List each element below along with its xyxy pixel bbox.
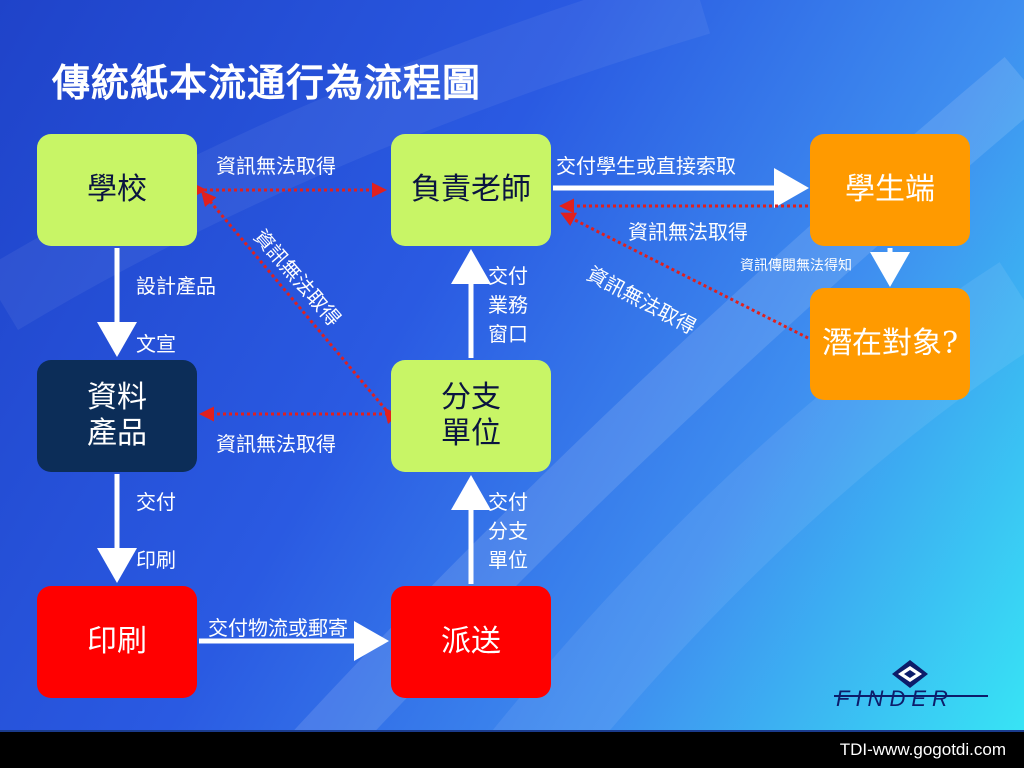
finder-logo-text: FINDER xyxy=(836,686,954,711)
node-student: 學生端 xyxy=(810,134,970,246)
node-material: 資料 產品 xyxy=(37,360,197,472)
node-potential: 潛在對象? xyxy=(810,288,970,400)
label-material-print: 交付 印刷 xyxy=(136,490,176,572)
finder-logo: FINDER xyxy=(832,656,992,712)
dotted-potential-to-teacher xyxy=(560,212,809,340)
footer-bar: TDI-www.gogotdi.com xyxy=(0,730,1024,768)
label-branch-teacher: 交付 業務 窗口 xyxy=(488,264,528,346)
label-school-material: 設計產品 文宣 xyxy=(136,274,216,356)
footer-text: TDI-www.gogotdi.com xyxy=(839,740,1006,759)
label-student-potential: 資訊傳閱無法得知 xyxy=(740,258,852,274)
node-delivery: 派送 xyxy=(391,586,551,698)
node-teacher: 負責老師 xyxy=(391,134,551,246)
label-branch-material: 資訊無法取得 xyxy=(216,432,336,456)
label-delivery-branch: 交付 分支 單位 xyxy=(488,490,528,572)
node-branch: 分支 單位 xyxy=(391,360,551,472)
page-title: 傳統紙本流通行為流程圖 xyxy=(52,61,482,105)
label-print-delivery: 交付物流或郵寄 xyxy=(208,616,348,640)
label-school-teacher: 資訊無法取得 xyxy=(216,154,336,178)
node-print: 印刷 xyxy=(37,586,197,698)
finder-logo-icon xyxy=(834,660,988,697)
label-teacher-student: 交付學生或直接索取 xyxy=(556,154,736,178)
dotted-branch-school-diagonal xyxy=(201,190,400,425)
label-student-teacher: 資訊無法取得 xyxy=(628,220,748,244)
node-school: 學校 xyxy=(37,134,197,246)
